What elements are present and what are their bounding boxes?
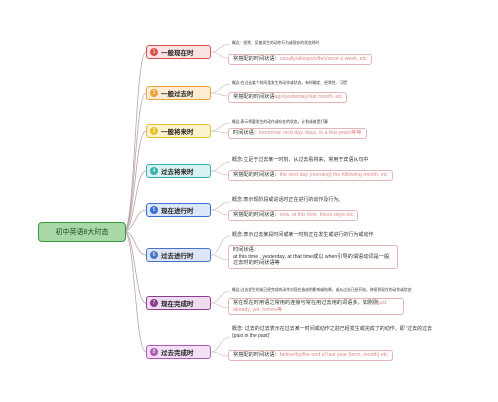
number-badge: 5: [150, 206, 158, 214]
signal-line: at this time , yesterday, at that time或以…: [233, 253, 390, 267]
tense-label: 过去进行时: [161, 253, 194, 260]
signal-words: tomorrow, next day, days, in a few years…: [258, 130, 362, 136]
number-badge: 8: [150, 348, 158, 356]
signal-words-box[interactable]: 时间状语： at this time , yesterday, at that …: [228, 245, 398, 269]
signal-prefix: 常搭配的时间状语：: [233, 212, 280, 218]
number-badge: 6: [150, 251, 158, 259]
signal-prefix: 常搭配的时间状语：: [233, 172, 280, 178]
link-3: [123, 130, 147, 232]
signal-words-box[interactable]: 时间状语：tomorrow, next day, days, in a few …: [228, 128, 367, 139]
tense-node-future-simple[interactable]: 3 一般将来时: [146, 124, 211, 138]
signal-words-box[interactable]: 常搭配的时间状语ago/yesterday/last month, etc: [228, 92, 348, 103]
signal-prefix: 常搭配的时间状语: [233, 94, 275, 100]
signal-words-box[interactable]: 常搭配的时间状语：before/by/the end of last year …: [228, 350, 393, 361]
definition-text: 概念:过去发生的或已经完成的动作对现在造成的影响或结果，或从过去已经开始，持续到…: [232, 288, 412, 292]
signal-words: before/by/the end of last year (term, mo…: [279, 352, 388, 358]
link-2: [123, 92, 147, 232]
tense-label: 一般将来时: [161, 129, 194, 136]
link-6: [123, 230, 147, 256]
root-node[interactable]: 初中英语8大时态: [38, 222, 126, 242]
root-label: 初中英语8大时态: [55, 229, 109, 236]
signal-words: usually/always/often/once a week, etc: [279, 56, 367, 62]
definition-text: 概念:立足于过去某一时刻，从过去看将来，常用于宾语从句中: [232, 157, 369, 163]
tense-node-past-perfect[interactable]: 8 过去完成时: [146, 345, 211, 359]
signal-prefix: 常搭配的时间状语：: [233, 352, 280, 358]
signal-prefix: 常搭配的时间状语：: [233, 56, 280, 62]
definition-text: 概念:表示现阶段或说话时正在进行的动作及行为。: [232, 197, 344, 203]
tense-label: 过去将来时: [161, 169, 194, 176]
definition-text: 概念:表示将要发生的动作或存在的状态，计划或者是打算: [232, 120, 328, 124]
signal-prefix: 时间状语：: [233, 247, 259, 253]
link-8: [123, 230, 147, 353]
tense-node-past-simple[interactable]: 2 一般过去时: [146, 86, 211, 100]
tense-label: 一般过去时: [161, 91, 194, 98]
signal-words: the next day (morning) the following mon…: [279, 172, 388, 178]
signal-prefix: 常在现在时用语之常用的连接与常在用过去用的词语多，如刚刚: [233, 300, 379, 306]
tense-node-present-simple[interactable]: 1 一般现在时: [146, 45, 211, 59]
number-badge: 2: [150, 89, 158, 97]
number-badge: 1: [150, 48, 158, 56]
link-7: [123, 230, 147, 304]
definition-text: 概念: 过去的过去表示在过去某一时间或动作之前已经发生或完成了的动作，即 '过去…: [232, 326, 433, 339]
link-1: [123, 51, 147, 232]
signal-words-box[interactable]: 常搭配的时间状语：now, at this time, these days e…: [228, 210, 359, 221]
link-5: [123, 209, 147, 232]
definition-text: 概念:表示过去某段时间或某一时刻正在发生或进行的行为或动作: [232, 232, 374, 238]
definition-text: 概念：经常、反复发生的动作行为或现存的状态时时: [232, 41, 320, 45]
signal-words-box[interactable]: 常在现在时用语之常用的连接与常在用过去用的词语多，如刚刚just already…: [228, 298, 404, 315]
signal-words-box[interactable]: 常搭配的时间状语：the next day (morning) the foll…: [228, 170, 393, 181]
tense-label: 现在进行时: [161, 208, 194, 215]
signal-words: just already, yet, before等: [233, 300, 387, 313]
tense-node-future-in-past[interactable]: 4 过去将来时: [146, 164, 211, 178]
link-4: [123, 170, 147, 232]
tense-label: 现在完成时: [161, 301, 194, 308]
tense-node-present-perfect[interactable]: 7 现在完成时: [146, 296, 211, 310]
tense-node-present-continuous[interactable]: 5 现在进行时: [146, 203, 211, 217]
number-badge: 4: [150, 167, 158, 175]
definition-text: 概念:在过去某个时间里发生的动作或状态，有时确定、经常性、习惯: [232, 81, 347, 85]
tense-label: 一般现在时: [161, 50, 194, 57]
signal-prefix: 时间状语：: [233, 130, 259, 136]
tense-node-past-continuous[interactable]: 6 过去进行时: [146, 248, 211, 262]
signal-words: ago/yesterday/last month, etc: [274, 94, 343, 100]
number-badge: 3: [150, 127, 158, 135]
signal-words: now, at this time, these days etc: [279, 212, 354, 218]
signal-words-box[interactable]: 常搭配的时间状语：usually/always/often/once a wee…: [228, 54, 372, 65]
tense-label: 过去完成时: [161, 350, 194, 357]
number-badge: 7: [150, 299, 158, 307]
